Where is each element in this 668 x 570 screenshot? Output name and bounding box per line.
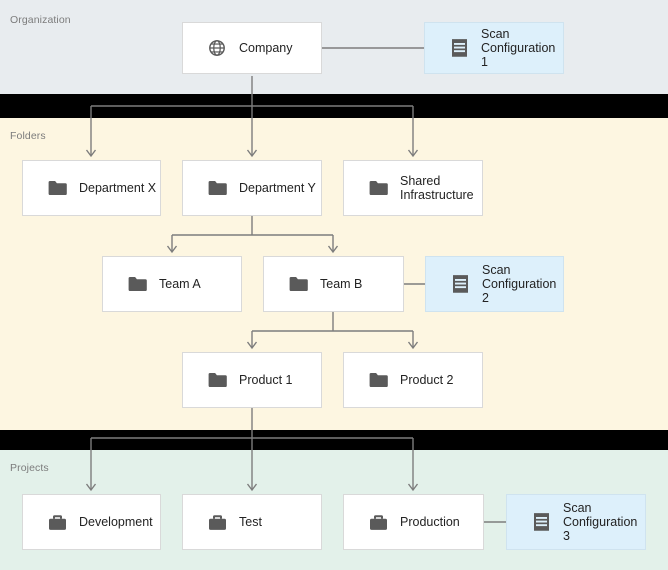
node-label: Product 1 — [239, 373, 293, 387]
section-label-organization: Organization — [10, 14, 71, 26]
scan-config-icon — [449, 38, 469, 58]
node-team-a[interactable]: Team A — [102, 256, 242, 312]
node-label: Company — [239, 41, 293, 55]
node-label: Scan Configuration 1 — [481, 27, 556, 69]
folder-icon — [368, 178, 388, 198]
node-production[interactable]: Production — [343, 494, 484, 550]
node-product-2[interactable]: Product 2 — [343, 352, 483, 408]
node-product-1[interactable]: Product 1 — [182, 352, 322, 408]
node-shared-infrastructure[interactable]: Shared Infrastructure — [343, 160, 483, 216]
section-label-projects: Projects — [10, 462, 49, 474]
folder-icon — [288, 274, 308, 294]
briefcase-icon — [47, 512, 67, 532]
node-scan-configuration-1[interactable]: Scan Configuration 1 — [424, 22, 564, 74]
node-label: Department Y — [239, 181, 316, 195]
briefcase-icon — [368, 512, 388, 532]
folder-icon — [127, 274, 147, 294]
node-label: Team B — [320, 277, 363, 291]
node-scan-configuration-3[interactable]: Scan Configuration 3 — [506, 494, 646, 550]
node-label: Scan Configuration 3 — [563, 501, 638, 543]
node-test[interactable]: Test — [182, 494, 322, 550]
folder-icon — [47, 178, 67, 198]
briefcase-icon — [207, 512, 227, 532]
scan-config-icon — [450, 274, 470, 294]
node-label: Product 2 — [400, 373, 454, 387]
folder-icon — [207, 370, 227, 390]
node-label: Scan Configuration 2 — [482, 263, 557, 305]
node-scan-configuration-2[interactable]: Scan Configuration 2 — [425, 256, 564, 312]
node-label: Department X — [79, 181, 157, 195]
node-development[interactable]: Development — [22, 494, 161, 550]
node-label: Shared Infrastructure — [400, 174, 474, 202]
node-label: Production — [400, 515, 460, 529]
folder-icon — [368, 370, 388, 390]
node-department-x[interactable]: Department X — [22, 160, 161, 216]
folder-icon — [207, 178, 227, 198]
node-label: Team A — [159, 277, 201, 291]
scan-config-icon — [531, 512, 551, 532]
node-department-y[interactable]: Department Y — [182, 160, 322, 216]
section-label-folders: Folders — [10, 130, 46, 142]
section-band-organization — [0, 0, 668, 94]
globe-icon — [207, 38, 227, 58]
node-label: Development — [79, 515, 153, 529]
node-label: Test — [239, 515, 262, 529]
node-company[interactable]: Company — [182, 22, 322, 74]
node-team-b[interactable]: Team B — [263, 256, 404, 312]
